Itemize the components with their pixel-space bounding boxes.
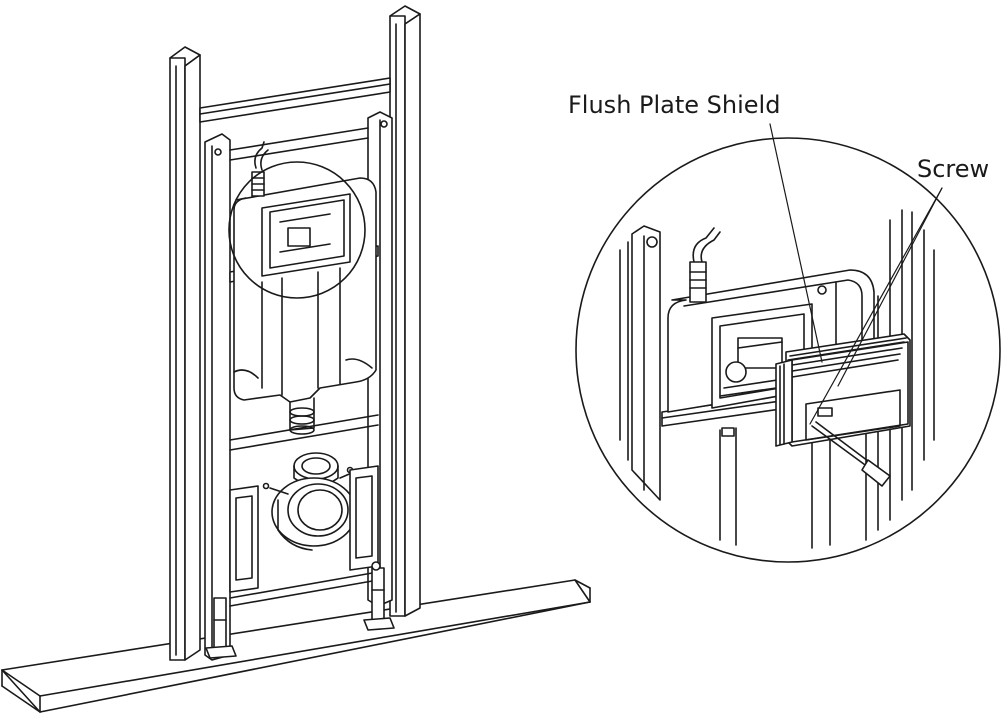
screw-label: Screw bbox=[917, 155, 990, 183]
water-supply-pipe bbox=[252, 142, 268, 196]
flush-plate-shield-label: Flush Plate Shield bbox=[568, 91, 781, 119]
screwdriver bbox=[812, 422, 890, 486]
top-crossbar bbox=[200, 78, 390, 122]
detail-circle-large bbox=[576, 138, 1000, 562]
flush-plate-opening bbox=[262, 194, 350, 276]
leader-line-screw bbox=[838, 188, 942, 386]
adjustable-legs bbox=[206, 562, 394, 658]
flush-plate-shield bbox=[776, 334, 910, 446]
lower-brackets bbox=[230, 466, 378, 592]
drain-connector bbox=[264, 453, 357, 550]
right-post bbox=[390, 6, 420, 616]
detail-water-pipe bbox=[690, 228, 720, 302]
leader-line-screw-2 bbox=[810, 188, 942, 424]
leader-line-flush-plate-shield bbox=[770, 124, 822, 362]
floor-beam bbox=[2, 580, 590, 712]
detail-circle-small bbox=[229, 162, 365, 298]
inner-frame bbox=[205, 112, 392, 660]
left-post bbox=[170, 47, 200, 660]
